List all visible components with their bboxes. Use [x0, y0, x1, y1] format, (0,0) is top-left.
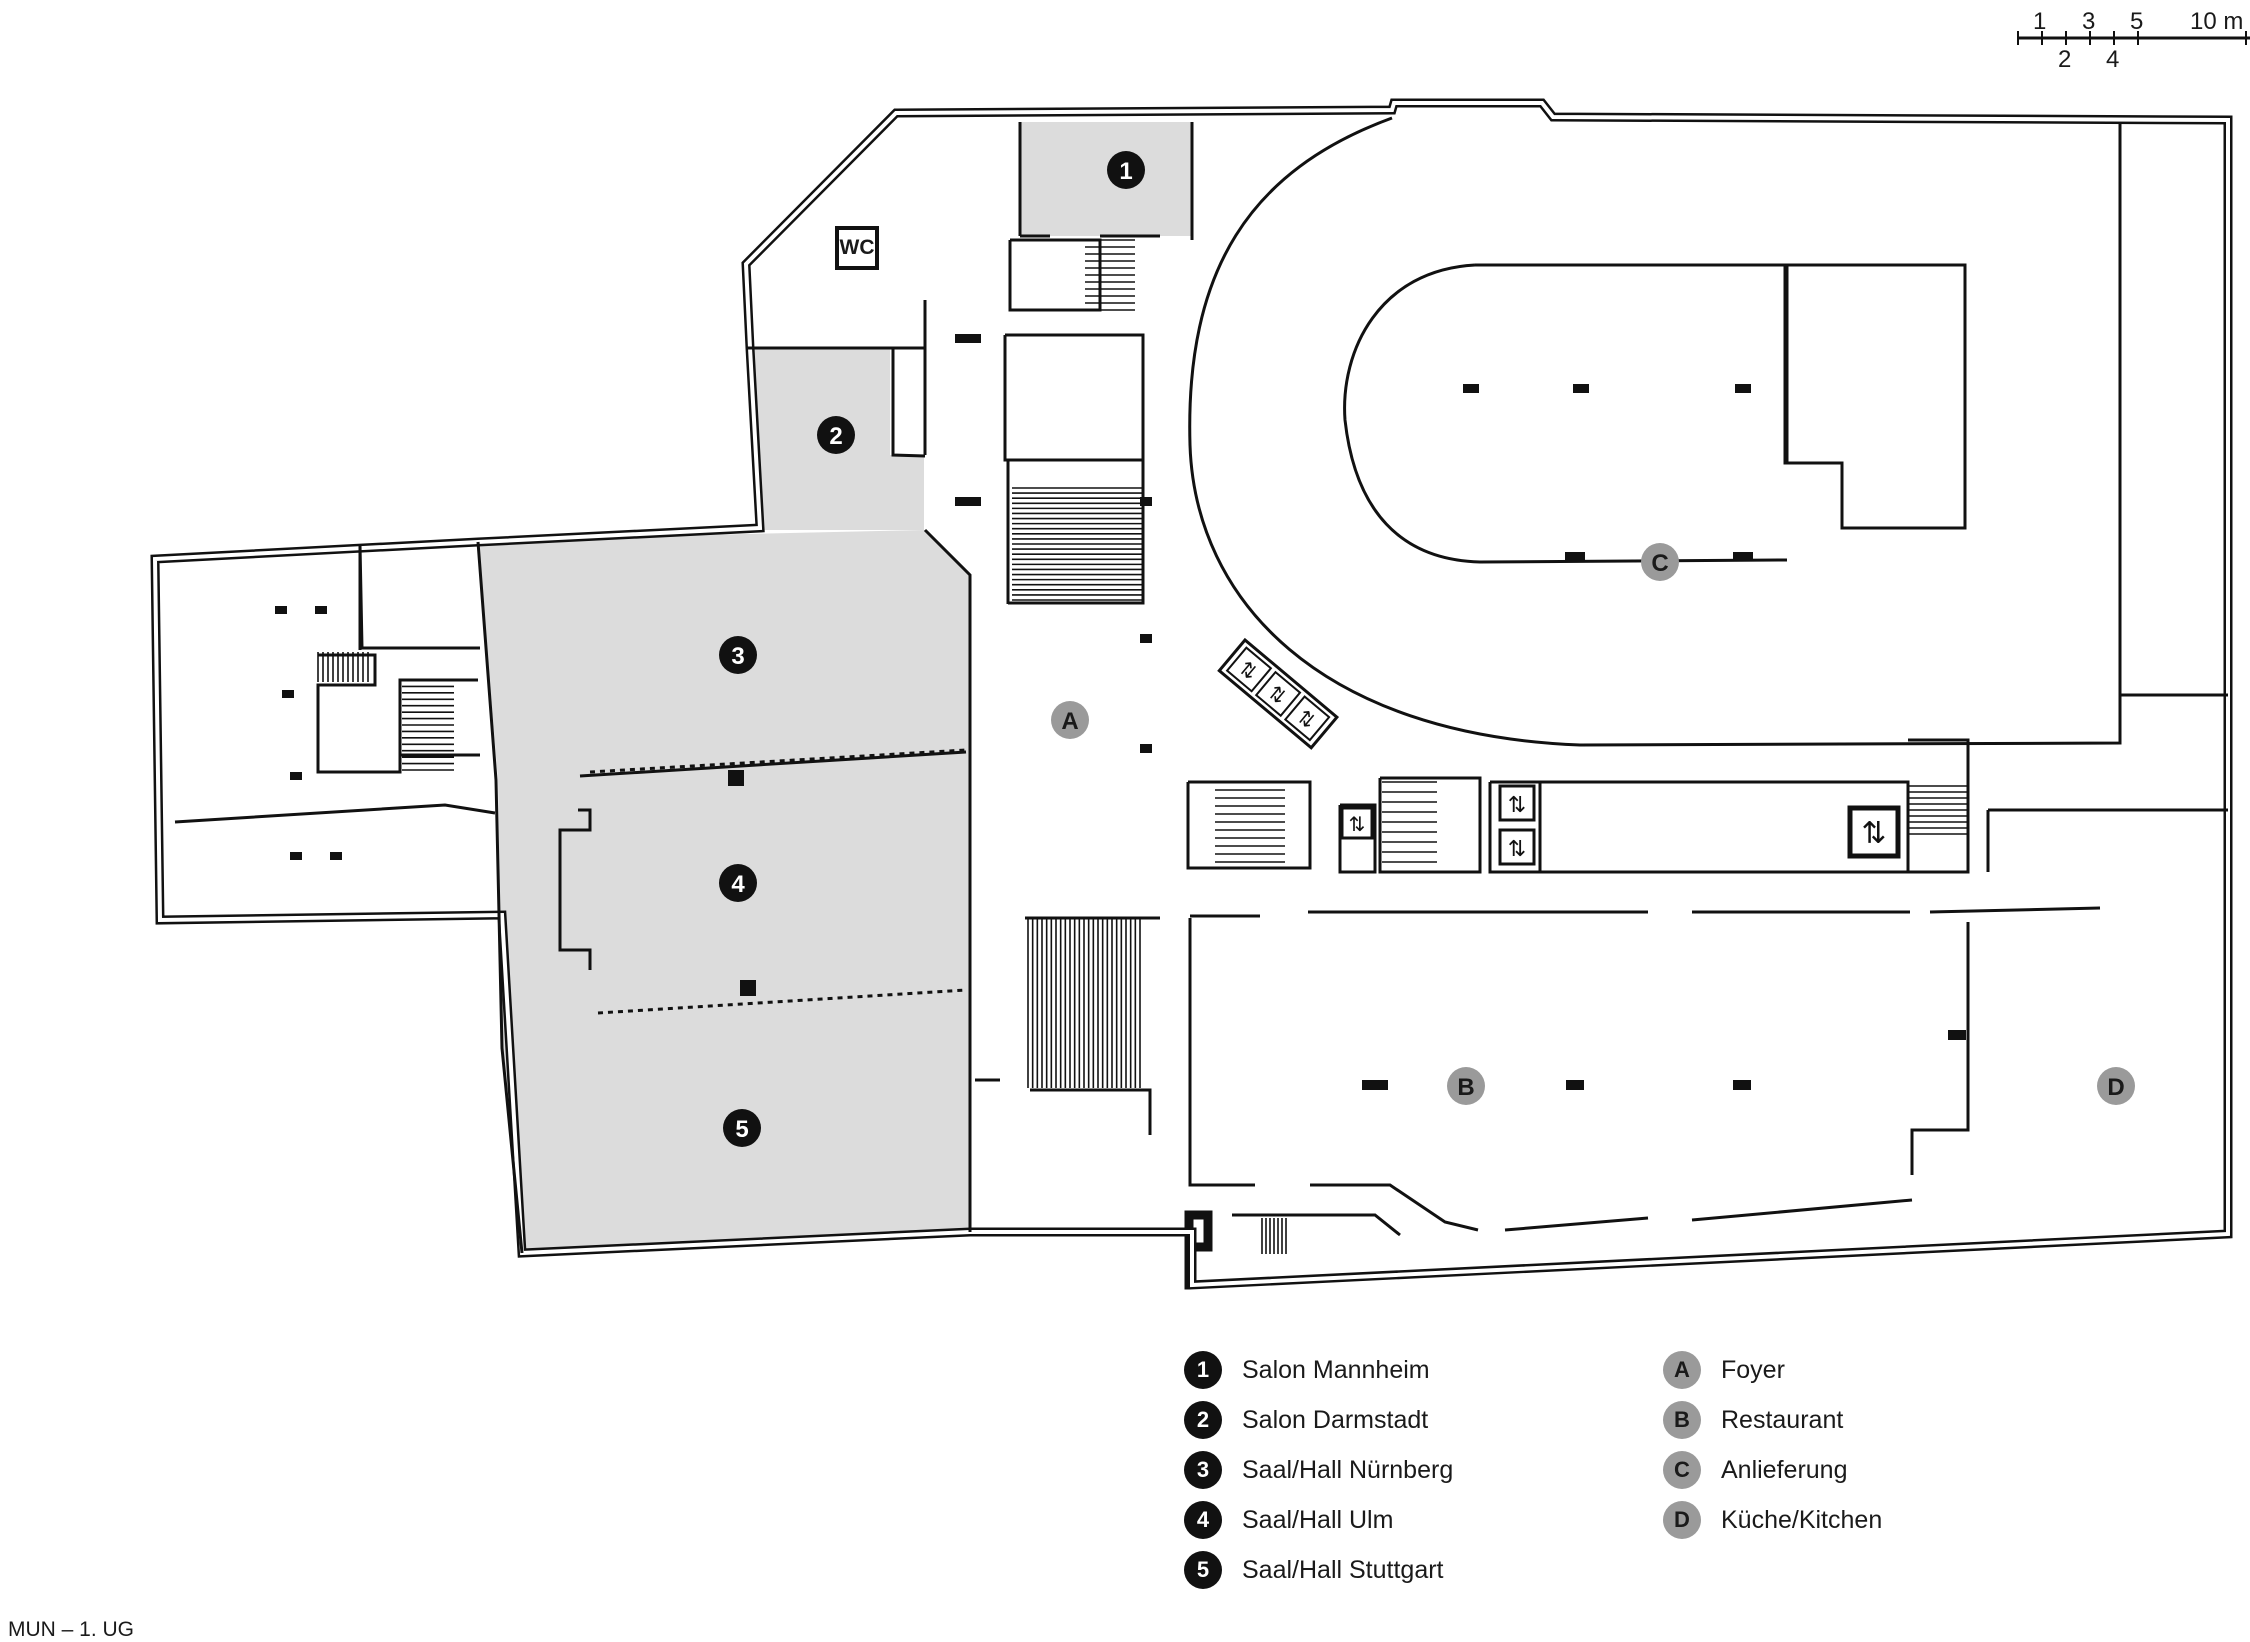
scale-label-4: 4 — [2106, 46, 2120, 73]
svg-text:C: C — [1651, 550, 1668, 577]
marker-D: D — [2097, 1067, 2135, 1105]
marker-B: B — [1447, 1067, 1485, 1105]
legend-label: Saal/Hall Nürnberg — [1242, 1455, 1454, 1484]
legend-item: D Küche/Kitchen — [1663, 1501, 1882, 1539]
svg-text:⇅: ⇅ — [1508, 793, 1526, 818]
svg-text:D: D — [2107, 1074, 2124, 1101]
interior-walls — [174, 116, 2228, 1254]
legend-item: B Restaurant — [1663, 1401, 1843, 1439]
svg-text:5: 5 — [735, 1116, 748, 1143]
legend-label: Salon Darmstadt — [1242, 1405, 1429, 1434]
legend-label: Restaurant — [1721, 1405, 1844, 1434]
scale-label-10m: 10 m — [2190, 8, 2244, 35]
legend-badge: D — [1663, 1501, 1701, 1539]
marker-4: 4 — [719, 864, 757, 902]
legend-label: Saal/Hall Stuttgart — [1242, 1555, 1444, 1584]
plan-caption: MUN – 1. UG — [8, 1618, 135, 1641]
scale-label-1: 1 — [2033, 8, 2047, 35]
legend-label: Anlieferung — [1721, 1455, 1848, 1484]
svg-text:4: 4 — [731, 871, 745, 898]
legend-badge: C — [1663, 1451, 1701, 1489]
legend-item: A Foyer — [1663, 1351, 1785, 1389]
marker-1: 1 — [1107, 151, 1145, 189]
legend-badge: 1 — [1184, 1351, 1222, 1389]
legend-badge: 2 — [1184, 1401, 1222, 1439]
legend-label: Foyer — [1721, 1355, 1785, 1384]
legend-item: 1 Salon Mannheim — [1184, 1351, 1430, 1389]
scale-bar — [2017, 31, 2250, 45]
svg-text:2: 2 — [829, 423, 842, 450]
legend-item: 2 Salon Darmstadt — [1184, 1401, 1428, 1439]
marker-C: C — [1641, 543, 1679, 581]
svg-text:A: A — [1061, 708, 1078, 735]
scale-label-2: 2 — [2058, 46, 2072, 73]
legend-label: Salon Mannheim — [1242, 1355, 1430, 1384]
legend-item: 5 Saal/Hall Stuttgart — [1184, 1551, 1444, 1589]
marker-A: A — [1051, 701, 1089, 739]
marker-3: 3 — [719, 636, 757, 674]
wc-sign: WC — [835, 226, 879, 270]
legend-badge: 5 — [1184, 1551, 1222, 1589]
legend-item: C Anlieferung — [1663, 1451, 1847, 1489]
legend-label: Saal/Hall Ulm — [1242, 1505, 1394, 1534]
svg-text:⇅: ⇅ — [1508, 837, 1526, 862]
elevator-icons: ⇅ ⇅ ⇅ ⇅ ⇅ ⇅ ⇅ — [1217, 637, 1901, 866]
legend-badge: 3 — [1184, 1451, 1222, 1489]
legend-item: 4 Saal/Hall Ulm — [1184, 1501, 1393, 1539]
svg-text:1: 1 — [1119, 158, 1132, 185]
legend-badge: B — [1663, 1401, 1701, 1439]
scale-label-3: 3 — [2082, 8, 2096, 35]
scale-label-5: 5 — [2130, 8, 2144, 35]
svg-text:B: B — [1457, 1074, 1474, 1101]
room-1-fill — [1020, 122, 1192, 236]
columns — [275, 334, 1966, 1090]
staircases — [317, 239, 1968, 1254]
marker-2: 2 — [817, 416, 855, 454]
legend-badge: A — [1663, 1351, 1701, 1389]
svg-text:3: 3 — [731, 643, 744, 670]
svg-text:⇅: ⇅ — [1861, 816, 1886, 851]
legend-item: 3 Saal/Hall Nürnberg — [1184, 1451, 1453, 1489]
legend-label: Küche/Kitchen — [1721, 1505, 1883, 1534]
legend-badge: 4 — [1184, 1501, 1222, 1539]
svg-text:⇅: ⇅ — [1349, 812, 1366, 836]
marker-5: 5 — [723, 1109, 761, 1147]
